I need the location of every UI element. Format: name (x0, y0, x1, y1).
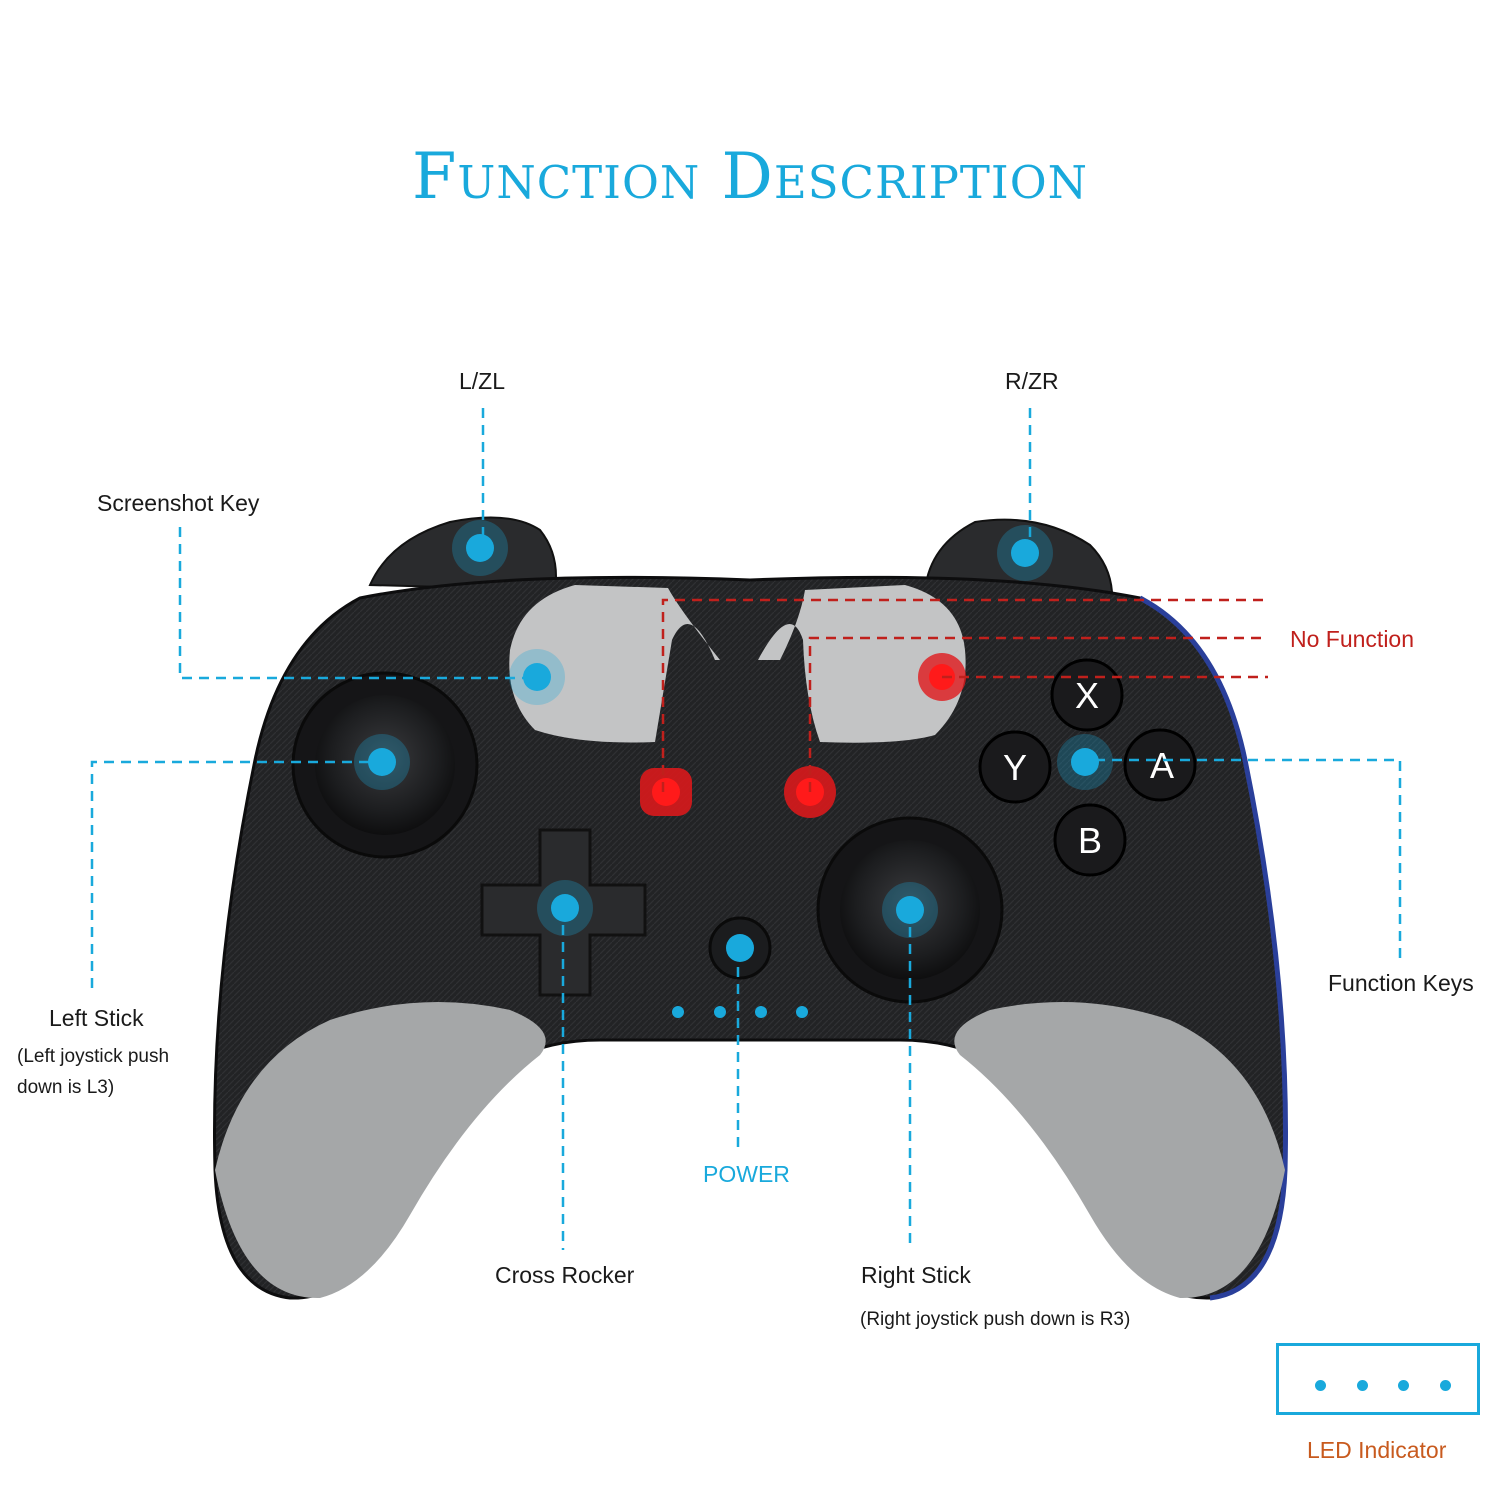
led-indicator-box (1276, 1343, 1480, 1415)
label-led-indicator: LED Indicator (1307, 1437, 1447, 1463)
label-no-function: No Function (1290, 626, 1415, 652)
label-lzl: L/ZL (459, 368, 506, 394)
led-dot-2 (1357, 1380, 1368, 1391)
label-rzr: R/ZR (1005, 368, 1059, 394)
a-button-label: A (1150, 745, 1174, 786)
b-button-label: B (1078, 820, 1102, 861)
page-title: Function Description (412, 140, 1088, 214)
label-left-stick-note-2: down is L3) (17, 1077, 115, 1098)
label-left-stick: Left Stick (49, 1005, 144, 1031)
led-dot-4 (1440, 1380, 1451, 1391)
label-cross-rocker: Cross Rocker (495, 1262, 635, 1288)
led-dot-1 (1315, 1380, 1326, 1391)
label-right-stick: Right Stick (861, 1262, 971, 1288)
right-grip (954, 1002, 1285, 1299)
label-screenshot-key: Screenshot Key (97, 490, 260, 516)
top-plate (509, 585, 966, 743)
label-function-keys: Function Keys (1328, 970, 1474, 996)
label-right-stick-note: (Right joystick push down is R3) (860, 1309, 1131, 1330)
label-power: POWER (703, 1161, 790, 1187)
led-dot-3 (1398, 1380, 1409, 1391)
label-left-stick-note-1: (Left joystick push (17, 1046, 170, 1067)
y-button-label: Y (1003, 747, 1027, 788)
left-shoulder-button (368, 516, 557, 592)
left-grip (215, 1002, 546, 1299)
x-button-label: X (1075, 675, 1099, 716)
face-buttons: X Y A B (978, 658, 1197, 877)
